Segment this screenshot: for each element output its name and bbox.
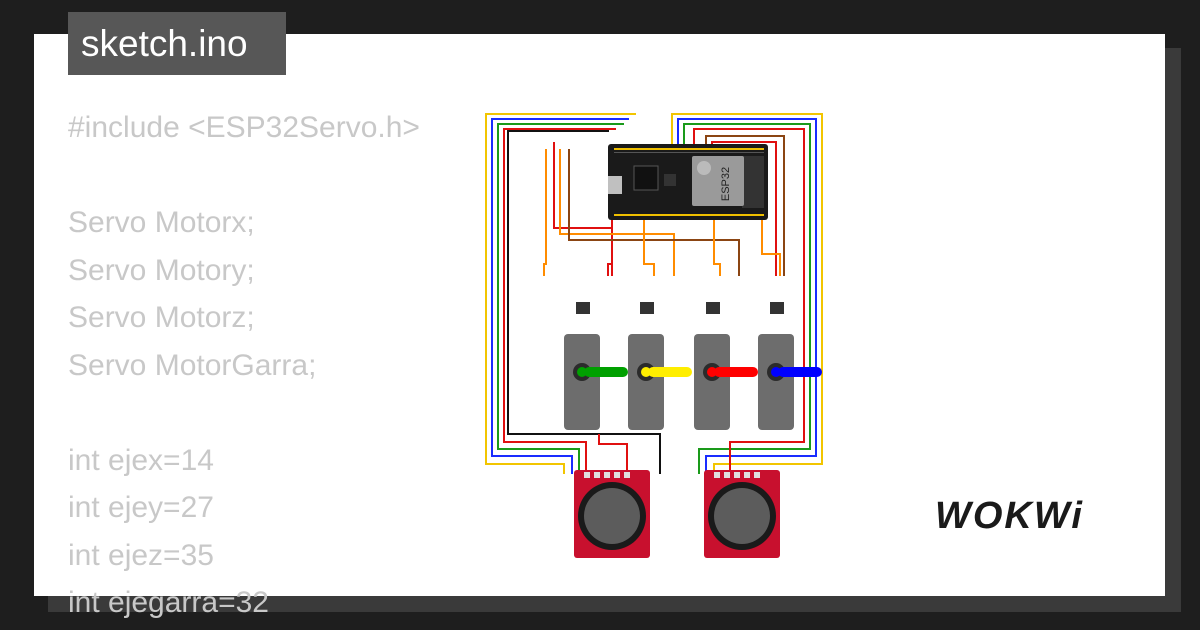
wire-red-right — [693, 128, 805, 474]
wire-servo1-orange — [543, 149, 547, 276]
circuit-diagram: ESP32 — [485, 113, 823, 558]
joysticks — [574, 470, 780, 558]
wire-servo3-signal — [713, 219, 721, 276]
code-line: int ejex=14 — [68, 443, 214, 477]
servo-3-horn — [714, 367, 758, 377]
code-line: Servo Motorx; — [68, 206, 255, 239]
wire-joy1-red — [598, 434, 628, 474]
code-line: Servo MotorGarra; — [68, 348, 317, 382]
wire-servo2-red — [553, 142, 613, 276]
code-line: Servo Motorz; — [68, 301, 255, 334]
esp32-board: ESP32 — [608, 144, 768, 220]
servo-2 — [628, 302, 692, 430]
wire-servo4-orange — [761, 219, 781, 276]
servo-1 — [564, 302, 628, 430]
wire-blue-left — [491, 118, 629, 474]
wire-servo2-orange — [643, 219, 655, 276]
joystick-2 — [704, 470, 780, 558]
code-line — [68, 389, 488, 437]
code-preview: #include <ESP32Servo.h> Servo Motorx; Se… — [68, 104, 488, 619]
wokwi-logo: WOKWi — [935, 495, 1084, 537]
servo-motors — [564, 302, 822, 430]
wires-left — [485, 113, 740, 474]
wire-yellow-left — [485, 113, 636, 474]
code-line: int ejegarra=32 — [68, 586, 269, 619]
servo-1-horn — [584, 367, 628, 377]
wire-green-left — [497, 123, 624, 474]
servo-3 — [694, 302, 758, 430]
wire-servo3-orange — [559, 149, 675, 276]
file-tab[interactable]: sketch.ino — [68, 12, 286, 75]
servo-2-horn — [648, 367, 692, 377]
wires-right — [598, 113, 823, 474]
wire-servo4-brown — [568, 149, 740, 276]
wire-red-left — [503, 128, 616, 474]
joystick-1 — [574, 470, 650, 558]
wire-blue-right — [677, 118, 817, 474]
wire-black-left — [507, 130, 661, 474]
wire-green-right — [683, 123, 811, 474]
code-line: Servo Motory; — [68, 253, 255, 287]
preview-card: #include <ESP32Servo.h> Servo Motorx; Se… — [34, 34, 1165, 619]
servo-4-horn — [778, 367, 822, 377]
code-line — [68, 152, 488, 200]
wire-yellow-right — [671, 113, 823, 474]
servo-4 — [758, 302, 822, 430]
logo-text: WOKWi — [935, 495, 1084, 537]
code-line: int ejez=35 — [68, 538, 214, 572]
wire-servo4-signal — [711, 141, 777, 276]
code-line: int ejey=27 — [68, 491, 214, 524]
file-tab-label: sketch.ino — [81, 23, 248, 64]
board-label: ESP32 — [720, 167, 732, 201]
wire-servo4-power — [705, 135, 785, 276]
code-line: #include <ESP32Servo.h> — [68, 111, 420, 144]
